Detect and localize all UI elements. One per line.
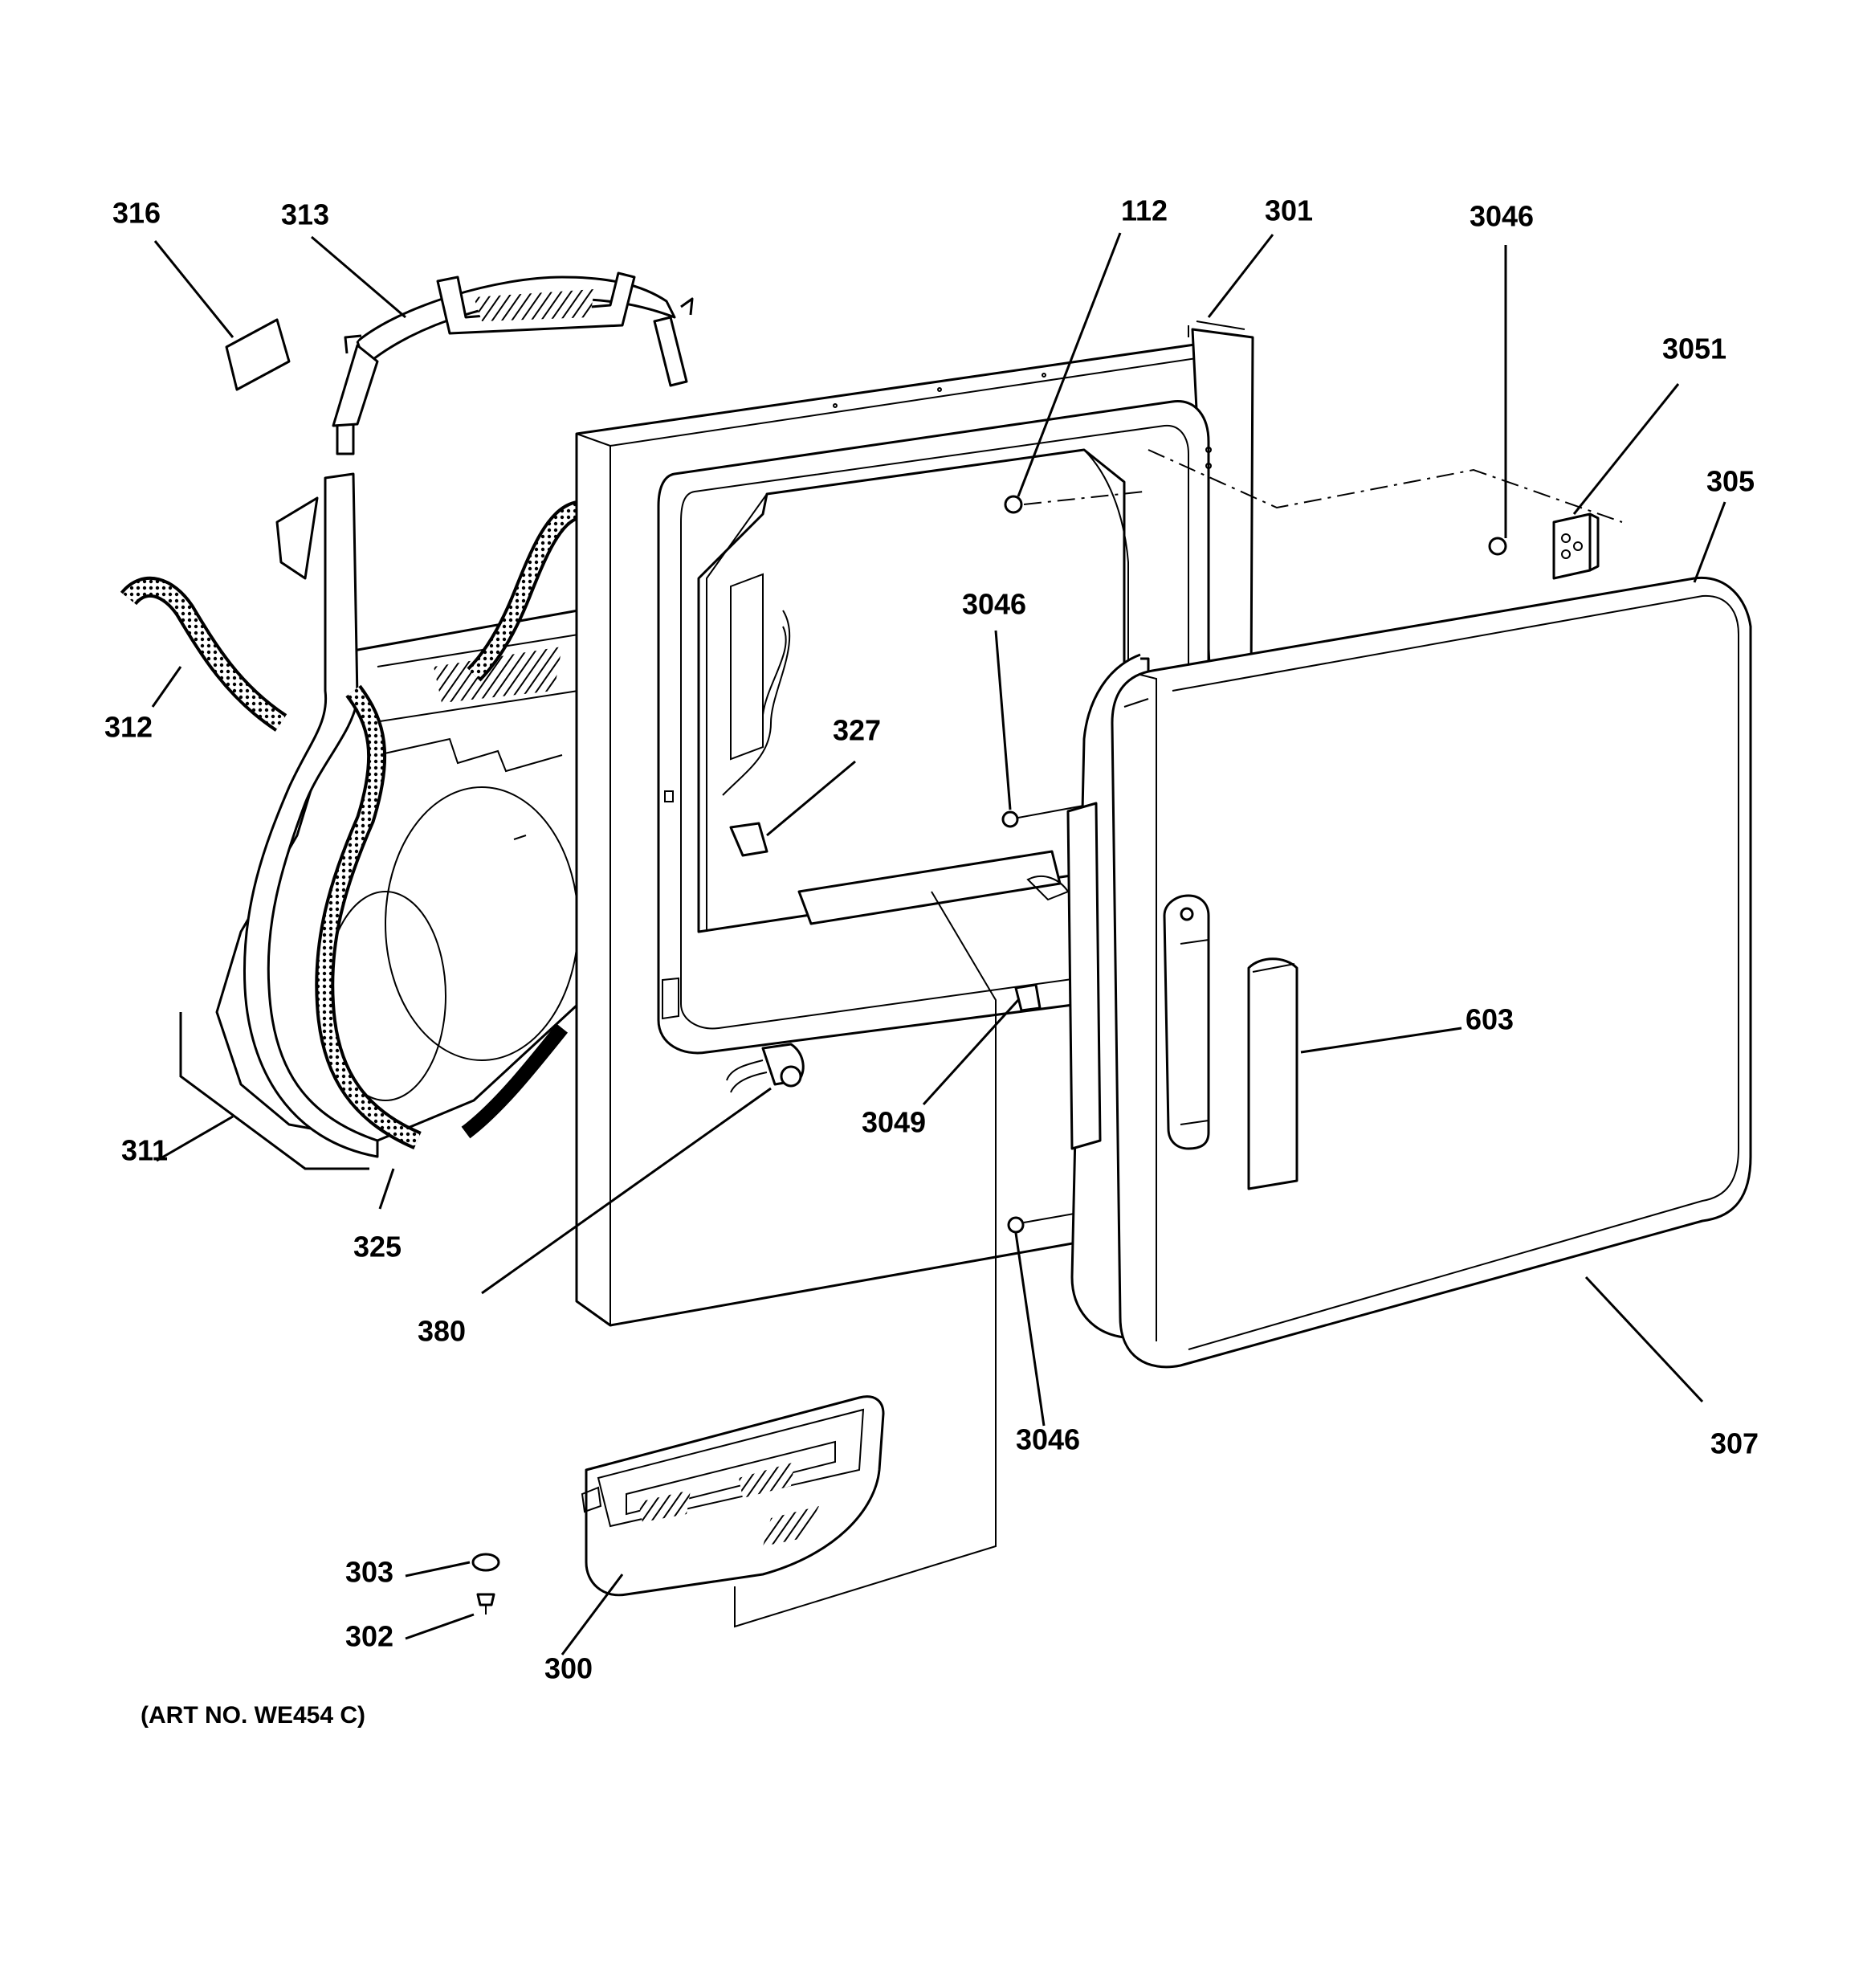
callout-301[interactable]: 301 <box>1265 194 1313 227</box>
dryer-door-307 <box>1066 576 1752 1369</box>
door-switch-380 <box>726 1043 805 1093</box>
callout-325[interactable]: 325 <box>353 1231 402 1263</box>
vent-label-316 <box>225 318 291 391</box>
callout-307[interactable]: 307 <box>1710 1427 1759 1460</box>
callout-303[interactable]: 303 <box>345 1556 393 1589</box>
callout-3046-bottom[interactable]: 3046 <box>1016 1423 1080 1456</box>
strike-3049 <box>1014 983 1042 1012</box>
top-duct-313 <box>332 271 694 455</box>
callout-312[interactable]: 312 <box>104 711 153 744</box>
leader-lines <box>151 232 1726 1655</box>
callout-3049[interactable]: 3049 <box>862 1106 926 1139</box>
callout-112[interactable]: 112 <box>1121 194 1168 227</box>
screw-112 <box>1004 491 1145 514</box>
art-number: (ART NO. WE454 C) <box>141 1702 365 1729</box>
felt-seal-312 <box>120 500 581 1139</box>
lint-filter-300 <box>581 1395 885 1597</box>
callout-313[interactable]: 313 <box>281 198 329 231</box>
hinge-leader-dashes <box>1148 449 1623 523</box>
callout-3046-top[interactable]: 3046 <box>1470 200 1534 233</box>
washer-303 <box>471 1553 500 1572</box>
screw-302 <box>476 1593 495 1614</box>
callout-316[interactable]: 316 <box>112 197 161 230</box>
callout-3051[interactable]: 3051 <box>1662 333 1726 365</box>
callout-300[interactable]: 300 <box>544 1652 593 1685</box>
callout-3046-mid[interactable]: 3046 <box>962 588 1026 621</box>
screw-3046-top <box>1488 537 1507 556</box>
bulkhead-ring <box>243 472 422 1158</box>
callout-311[interactable]: 311 <box>121 1134 168 1167</box>
callout-380[interactable]: 380 <box>418 1315 466 1348</box>
callout-305[interactable]: 305 <box>1706 465 1755 498</box>
door-clip-327 <box>729 822 768 857</box>
callout-302[interactable]: 302 <box>345 1620 393 1653</box>
lint-filter-guide-lines <box>734 891 997 1628</box>
callout-603[interactable]: 603 <box>1466 1003 1514 1036</box>
hinge-3051 <box>1552 512 1600 580</box>
callout-327[interactable]: 327 <box>833 714 881 747</box>
